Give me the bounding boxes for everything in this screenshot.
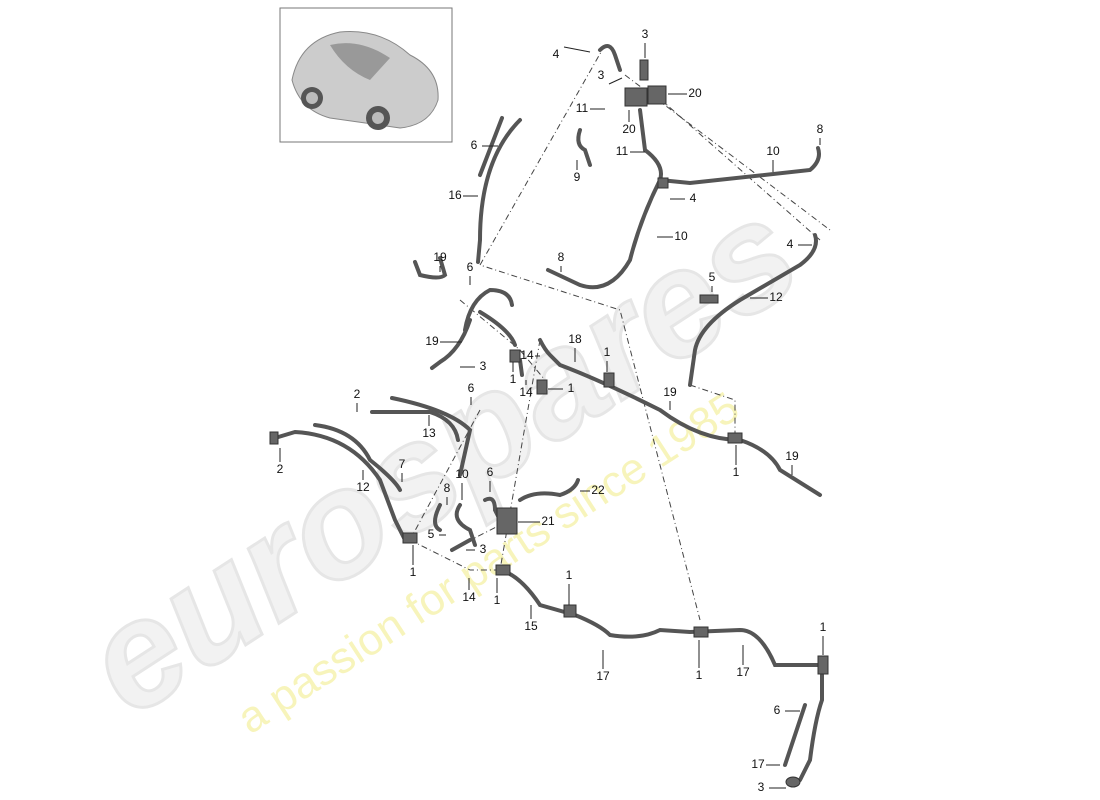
- callout-part-number: 3: [598, 68, 605, 82]
- callout-part-number: 14: [462, 590, 476, 604]
- callout-part-number: 1: [568, 381, 575, 395]
- callout-part-number: 11: [616, 144, 629, 158]
- callout-part-number: 8: [817, 122, 824, 136]
- callout-part-number: 19: [785, 449, 799, 463]
- callout-part-number: 17: [736, 665, 750, 679]
- callout-part-number: 5: [709, 270, 716, 284]
- callout-part-number: 10: [455, 467, 469, 481]
- callout-part-number: 10: [766, 144, 780, 158]
- callout-part-number: 17: [596, 669, 610, 683]
- callout-leader: [563, 46, 591, 53]
- callout-part-number: 1: [604, 345, 611, 359]
- callout-part-number: 19: [433, 250, 447, 264]
- callout-part-number: 19: [425, 334, 439, 348]
- car-thumbnail: [279, 7, 453, 143]
- callout-part-number: 6: [774, 703, 781, 717]
- callout-part-number: 14: [519, 385, 533, 399]
- callout-part-number: 21: [541, 514, 555, 528]
- callout-part-number: 1: [733, 465, 740, 479]
- callout-part-number: 8: [444, 481, 451, 495]
- hoses: [273, 44, 824, 782]
- fittings: [269, 59, 829, 788]
- callout-part-number: 6: [471, 138, 478, 152]
- callout-part-number: 15: [524, 619, 538, 633]
- callout-part-number: 1: [566, 568, 573, 582]
- callout-part-number: 20: [688, 86, 702, 100]
- callout-part-number: 10: [674, 229, 688, 243]
- callout-part-number: 4: [553, 47, 560, 61]
- callout-part-number: 2: [277, 462, 284, 476]
- callout-part-number: 11: [576, 101, 589, 115]
- callout-part-number: 1: [510, 372, 517, 386]
- callout-part-number: 4: [787, 237, 794, 251]
- callout-part-number: 6: [468, 381, 475, 395]
- callout-part-number: 7: [399, 457, 406, 471]
- callout-part-number: 2: [354, 387, 361, 401]
- callout-part-number: 6: [467, 260, 474, 274]
- sports-car-icon: [291, 30, 439, 130]
- callout-part-number: 12: [356, 480, 370, 494]
- callout-part-number: 13: [422, 426, 436, 440]
- callout-part-number: 1: [696, 668, 703, 682]
- callout-part-number: 17: [751, 757, 765, 771]
- callout-part-number: 4: [690, 191, 697, 205]
- callout-part-number: 3: [480, 542, 487, 556]
- callout-part-number: 12: [769, 290, 783, 304]
- callout-part-number: 22: [591, 483, 605, 497]
- callout-part-number: 1: [820, 620, 827, 634]
- callout-part-number: 3: [642, 27, 649, 41]
- callout-part-number: 14: [520, 348, 534, 362]
- callout-part-number: 20: [622, 122, 636, 136]
- callout-part-number: 5: [428, 527, 435, 541]
- callout-part-number: 18: [568, 332, 582, 346]
- callout-part-number: 6: [487, 465, 494, 479]
- callout-part-number: 1: [410, 565, 417, 579]
- callout-part-number: 19: [663, 385, 677, 399]
- callout-part-number: 9: [574, 170, 581, 184]
- callout-part-number: 3: [758, 780, 765, 794]
- callout-part-number: 8: [558, 250, 565, 264]
- callout-part-number: 1: [494, 593, 501, 607]
- callout-part-number: 16: [448, 188, 462, 202]
- callout-leader: [608, 77, 623, 85]
- callout-part-number: 3: [480, 359, 487, 373]
